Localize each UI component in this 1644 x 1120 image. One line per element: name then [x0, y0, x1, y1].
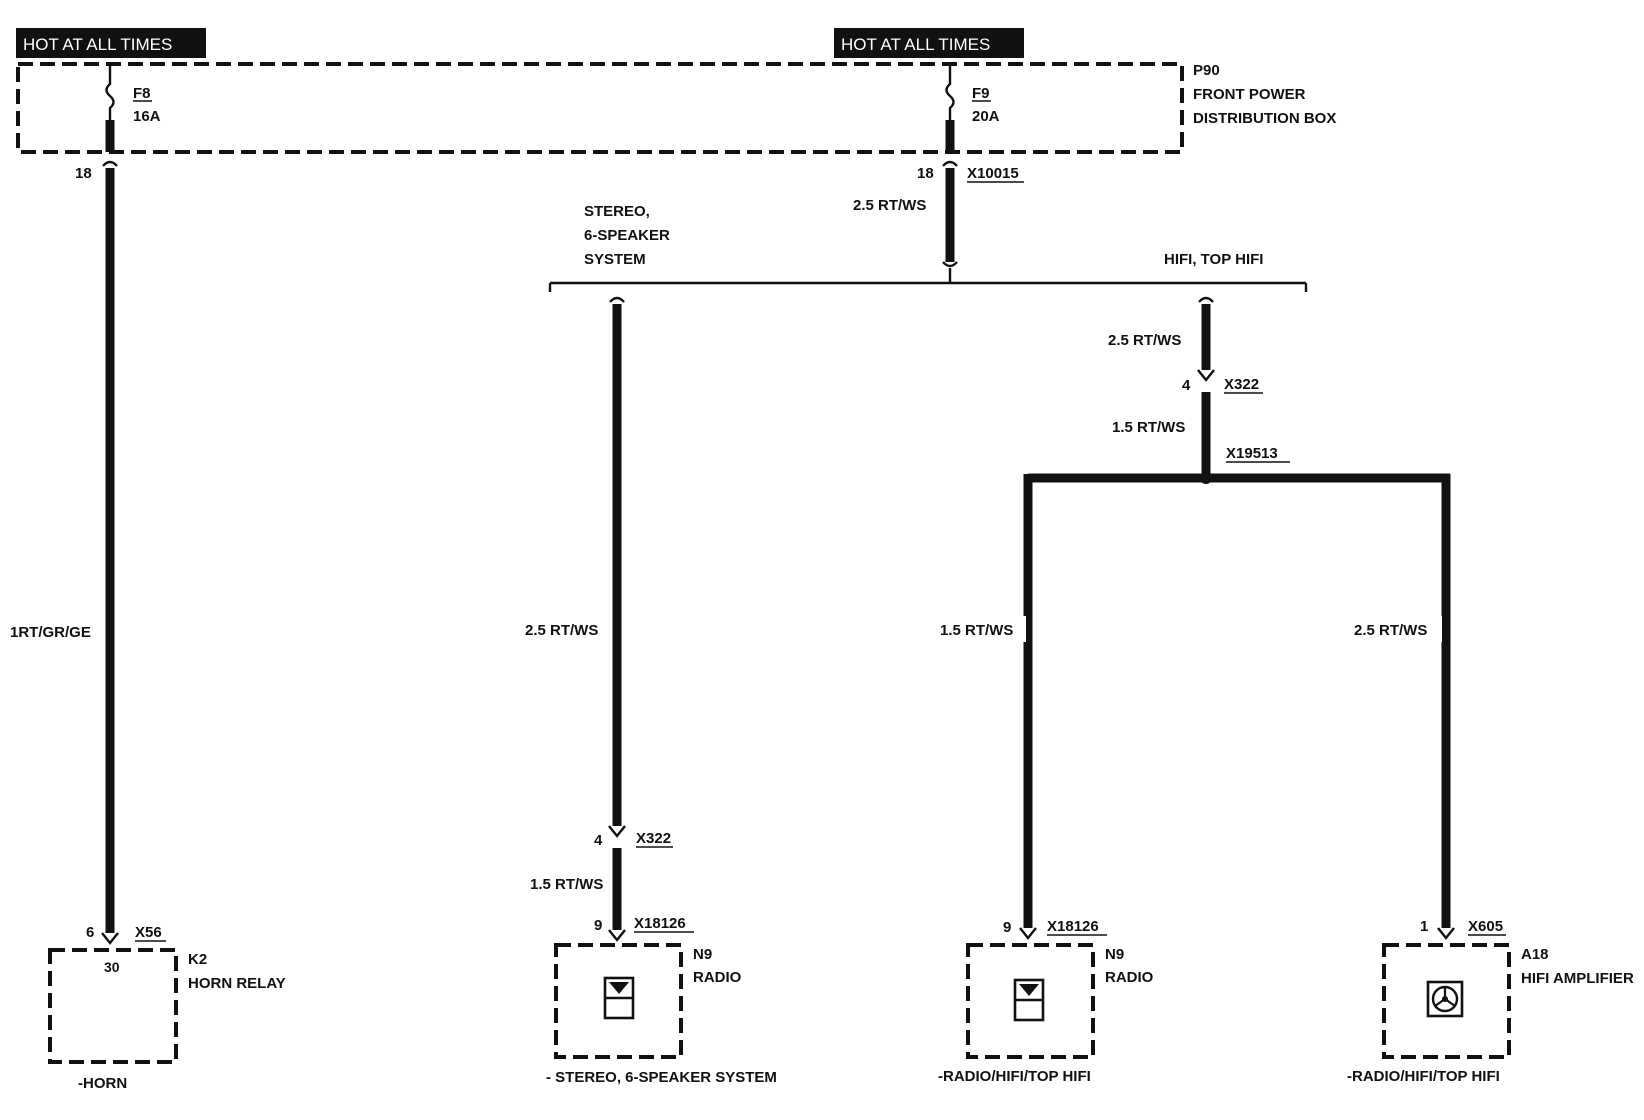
- fuse-f8: F8 16A: [105, 66, 161, 152]
- stereo-radio-name: RADIO: [693, 969, 742, 986]
- fuse-f9-name: F9: [972, 85, 990, 102]
- hifi-radio-conn-pin: 9: [1003, 919, 1011, 936]
- hifi-radio-conn: X18126: [1047, 918, 1099, 935]
- option-bus-bar: [548, 268, 1308, 292]
- hifi-trunk-conn-pin: 4: [1182, 377, 1191, 394]
- hifi-radio-bottom-label: -RADIO/HIFI/TOP HIFI: [938, 1068, 1091, 1085]
- hifi-splice-node: [1200, 472, 1212, 484]
- hifi-amp-id: A18: [1521, 946, 1549, 963]
- power-distribution-box: [16, 62, 1184, 154]
- power-box-id: P90: [1193, 62, 1220, 79]
- horn-conn-pin: 6: [86, 924, 94, 941]
- hifi-amp-name: HIFI AMPLIFIER: [1521, 970, 1634, 987]
- fuse-f9: F9 20A: [945, 66, 1000, 152]
- hifi-amp-bottom-label: -RADIO/HIFI/TOP HIFI: [1347, 1068, 1500, 1085]
- hot-tag-right-label: HOT AT ALL TIMES: [841, 35, 990, 54]
- bus-left-line1: STEREO,: [584, 203, 650, 220]
- fuse-f8-name: F8: [133, 85, 151, 102]
- fuse-f8-rating: 16A: [133, 108, 161, 125]
- main-feed-pin: 18: [917, 165, 934, 182]
- stereo-radio-icon: [603, 976, 635, 1020]
- stereo-bottom-label: - STEREO, 6-SPEAKER SYSTEM: [546, 1069, 777, 1086]
- hifi-amp-wire-label: 2.5 RT/WS: [1354, 622, 1427, 639]
- hifi-radio-name: RADIO: [1105, 969, 1154, 986]
- stereo-conn2: X18126: [634, 915, 686, 932]
- hifi-amp-conn-pin: 1: [1420, 918, 1428, 935]
- hot-tag-right: HOT AT ALL TIMES: [834, 28, 1024, 58]
- hot-tag-left: HOT AT ALL TIMES: [16, 28, 206, 58]
- hifi-radio-id: N9: [1105, 946, 1124, 963]
- horn-wire-label: 1RT/GR/GE: [10, 624, 91, 641]
- stereo-conn2-pin: 9: [594, 917, 602, 934]
- hifi-amp-conn: X605: [1468, 918, 1503, 935]
- horn-box-pin: 30: [104, 959, 120, 975]
- horn-bottom-label: -HORN: [78, 1075, 127, 1092]
- horn-relay-id: K2: [188, 951, 207, 968]
- main-feed-conn: X10015: [967, 165, 1019, 182]
- hifi-amp-box: [1382, 943, 1511, 1059]
- hifi-trunk-lower-label: 1.5 RT/WS: [1112, 419, 1185, 436]
- hifi-trunk-upper-label: 2.5 RT/WS: [1108, 332, 1181, 349]
- main-feed-wire-label: 2.5 RT/WS: [853, 197, 926, 214]
- fuse-f9-rating: 20A: [972, 108, 1000, 125]
- horn-conn: X56: [135, 924, 162, 941]
- power-box-line2: DISTRIBUTION BOX: [1193, 110, 1336, 127]
- hifi-radio-icon: [1013, 978, 1045, 1022]
- horn-pin-top: 18: [75, 165, 92, 182]
- stereo-wire-upper-label: 2.5 RT/WS: [525, 622, 598, 639]
- stereo-radio-id: N9: [693, 946, 712, 963]
- stereo-radio-box: [554, 943, 683, 1059]
- power-box-line1: FRONT POWER: [1193, 86, 1306, 103]
- stereo-wire-lower-label: 1.5 RT/WS: [530, 876, 603, 893]
- speaker-icon: [1426, 980, 1464, 1018]
- hot-tag-left-label: HOT AT ALL TIMES: [23, 35, 172, 54]
- hifi-radio-wire-label: 1.5 RT/WS: [940, 622, 1013, 639]
- bus-left-line2: 6-SPEAKER: [584, 227, 670, 244]
- hifi-splice-label: X19513: [1226, 445, 1278, 462]
- horn-relay-name: HORN RELAY: [188, 975, 286, 992]
- stereo-conn1: X322: [636, 830, 671, 847]
- hifi-radio-box: [966, 943, 1095, 1059]
- bus-left-line3: SYSTEM: [584, 251, 646, 268]
- stereo-conn1-pin: 4: [594, 832, 603, 849]
- bus-right-label: HIFI, TOP HIFI: [1164, 251, 1263, 268]
- horn-relay-box: [48, 948, 178, 1064]
- hifi-trunk-conn: X322: [1224, 376, 1259, 393]
